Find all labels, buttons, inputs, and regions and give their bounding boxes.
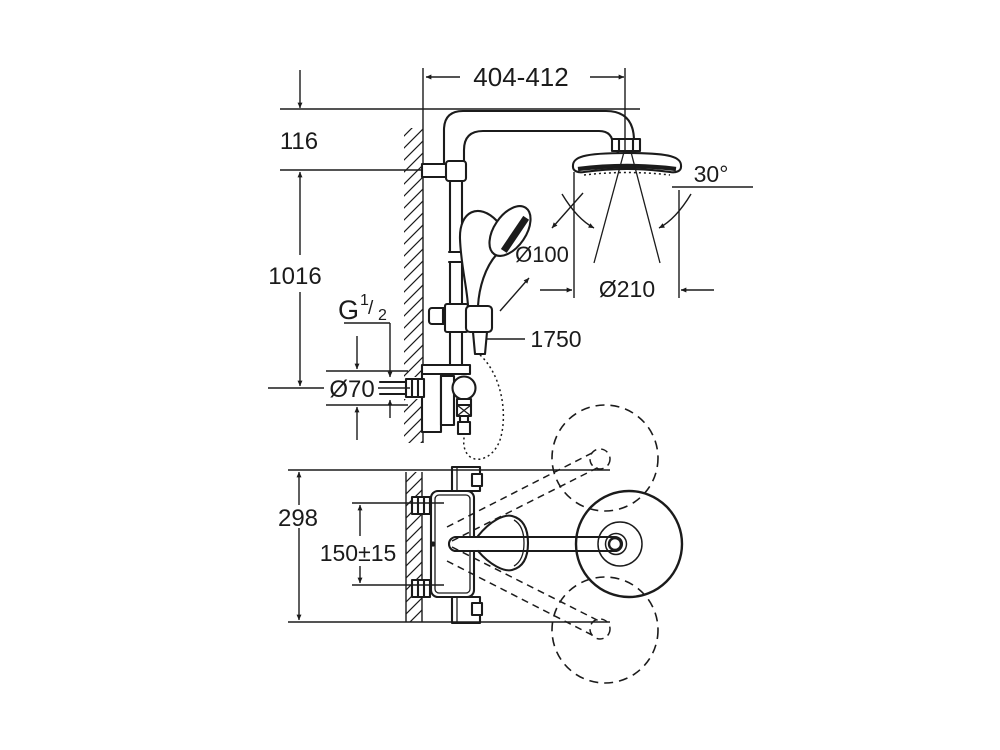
dim-label-head-tilt: 30° [694, 161, 729, 187]
dimension-left-column: 116 1016 [268, 70, 322, 387]
dim-label-inlet-spacing: 150±15 [320, 540, 397, 566]
dim-label-thread-numerator: 1 [360, 292, 369, 309]
lever-dashed-positions [446, 448, 611, 640]
inlet-union-top [410, 495, 432, 516]
lever-knob [574, 489, 684, 599]
dim-label-top-width: 404-412 [473, 62, 568, 92]
glide-rail [447, 179, 465, 368]
dimension-hand-shower-dia: Ø100 [499, 192, 584, 312]
dim-label-head-shower-dia: Ø210 [599, 276, 655, 302]
wall-bracket [420, 159, 468, 183]
rail-slider [427, 302, 494, 356]
dim-label-valve-height: 298 [278, 505, 318, 532]
dimension-top-width: 404-412 [425, 62, 625, 92]
dimensions: 404-412 116 1016 30° Ø100 Ø210 [268, 62, 753, 623]
dimension-hose-length: 1750 [486, 326, 582, 352]
handle-swing-range [551, 404, 659, 684]
dimension-escutcheon-dia: Ø70 [329, 336, 375, 440]
dim-label-escutcheon-dia: Ø70 [329, 376, 374, 403]
hose-connector [471, 330, 489, 356]
dim-label-thread-letter: G [338, 295, 359, 325]
inlet-union-bottom [410, 578, 432, 599]
dimension-head-tilt: 30° [561, 161, 753, 229]
dimension-head-shower-dia: Ø210 [540, 276, 714, 302]
wall-section-lower [405, 472, 423, 622]
dimension-valve-height: 298 [278, 471, 318, 621]
head-shower [571, 137, 683, 176]
hand-shower-head [488, 205, 532, 257]
dim-label-thread-slash: / [368, 298, 374, 319]
lower-view [405, 404, 684, 684]
dimension-inlet-spacing: 150±15 [320, 504, 397, 584]
dim-label-hose-length: 1750 [530, 326, 581, 352]
shower-hose [463, 354, 505, 461]
thermostat-valve-side [378, 363, 477, 436]
dim-label-offset-top: 116 [280, 128, 318, 155]
dim-label-hand-shower-dia: Ø100 [515, 242, 569, 267]
dimension-thread: G 1 / 2 [338, 292, 393, 418]
dim-label-thread-denominator: 2 [378, 307, 387, 324]
dim-label-rail-height: 1016 [268, 263, 321, 290]
